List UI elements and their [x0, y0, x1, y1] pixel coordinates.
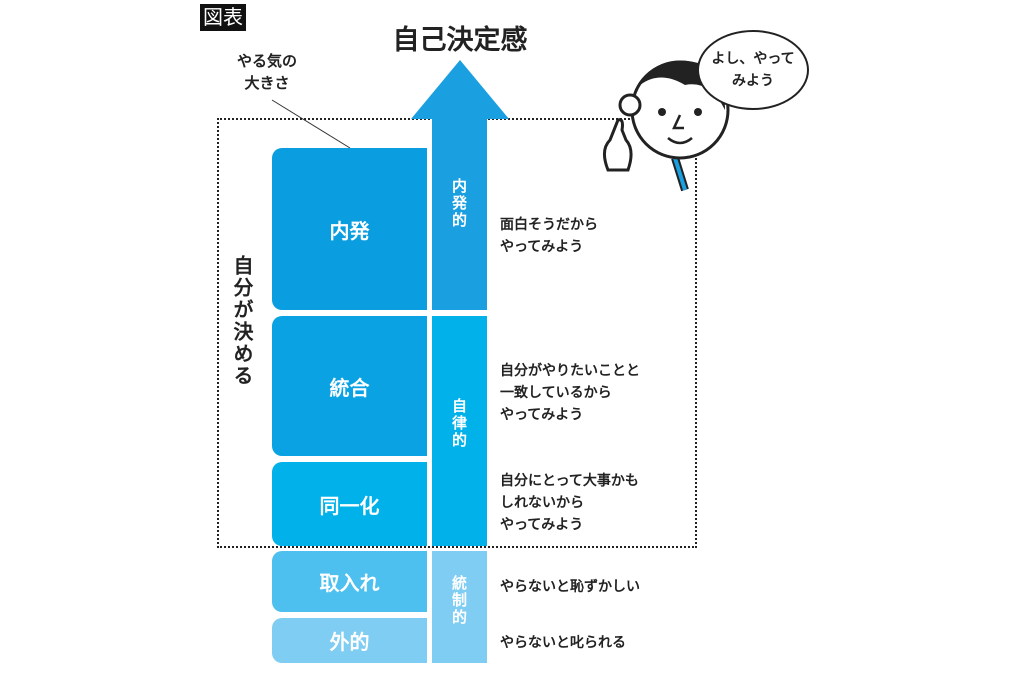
self-decides-label: 自分が決める [230, 255, 254, 387]
block-introjected: 取入れ [272, 551, 427, 612]
description-integrated: 自分がやりたいことと 一致しているから やってみよう [500, 363, 640, 423]
block-identified: 同一化 [272, 462, 427, 546]
segment-label: 内発的 [450, 178, 468, 229]
arrow-segment-controlled: 統制的 [432, 551, 487, 663]
arrow-segment-intrinsic: 内発的 [432, 118, 487, 310]
description-introjected: やらないと恥ずかしい [500, 579, 640, 595]
block-label: 取入れ [319, 571, 380, 595]
block-label: 同一化 [319, 493, 380, 518]
block-label: 外的 [329, 630, 370, 654]
block-integrated: 統合 [272, 316, 427, 456]
diagram-title: 自己決定感 [392, 25, 528, 56]
arrow-head [411, 60, 509, 119]
block-label: 統合 [329, 375, 370, 400]
block-intrinsic: 内発 [272, 148, 427, 310]
arrow-segment-autonomous: 自律的 [432, 316, 487, 546]
figure-label: 図表1 [200, 4, 246, 56]
description-external: やらないと叱られる [500, 635, 626, 651]
motivation-label: やる気の 大きさ [236, 52, 297, 92]
block-external: 外的 [272, 618, 427, 663]
description-identified: 自分にとって大事かも しれないから やってみよう [500, 473, 639, 533]
segment-label: 自律的 [450, 398, 468, 449]
segment-label: 統制的 [450, 575, 468, 626]
description-intrinsic: 面白そうだから やってみよう [500, 217, 598, 255]
speech-bubble: よし、やって みよう [697, 30, 809, 110]
block-label: 内発 [329, 218, 370, 243]
